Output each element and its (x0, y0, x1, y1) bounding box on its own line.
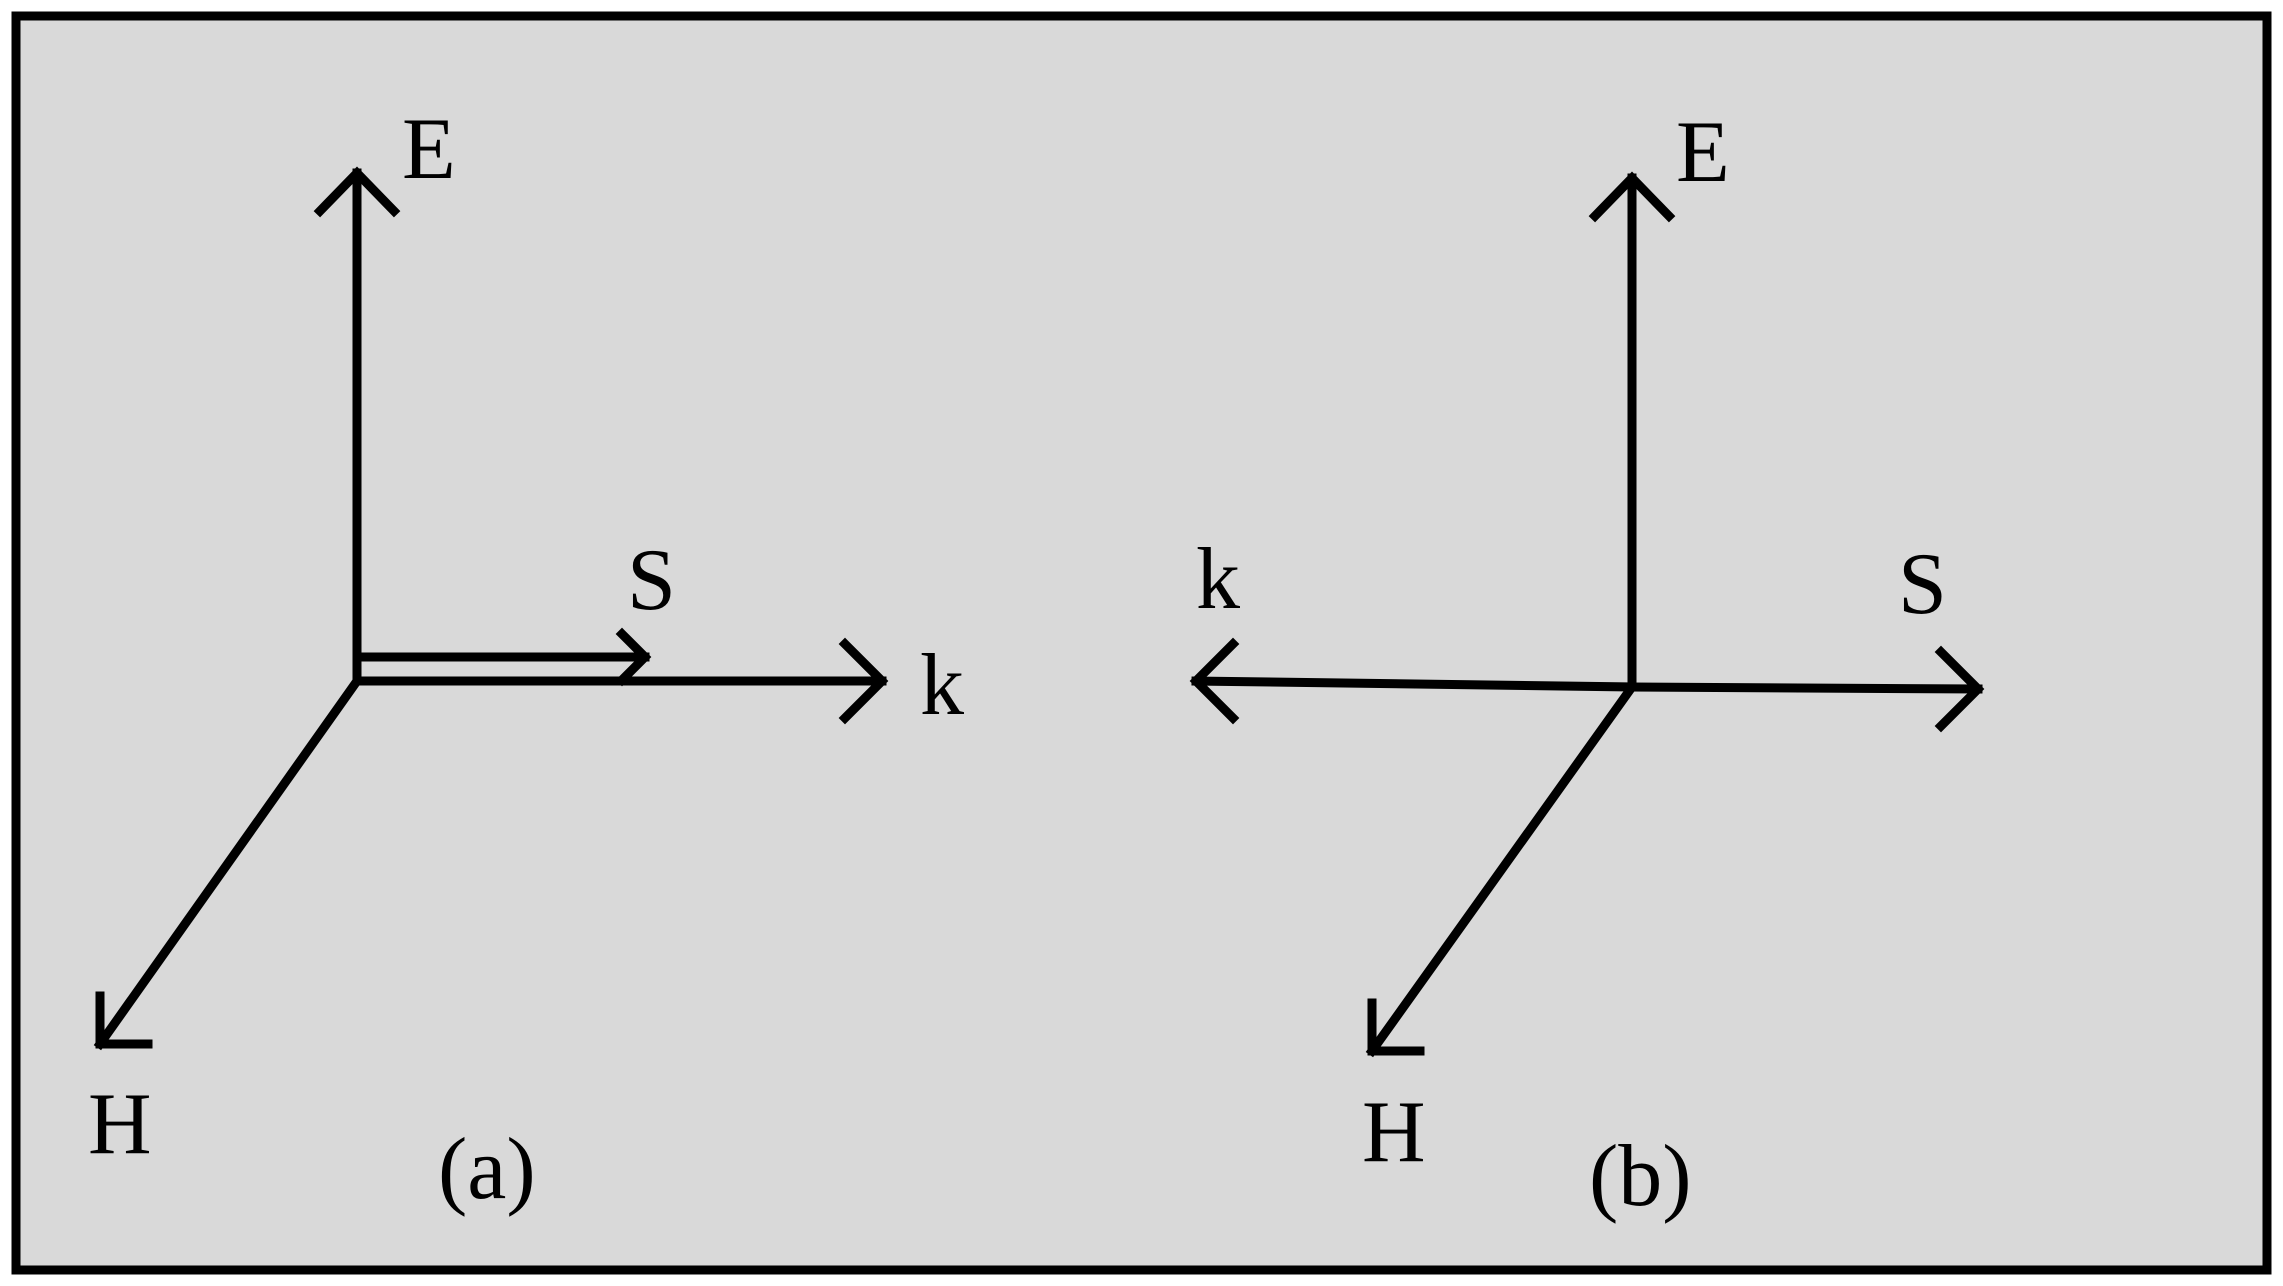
panel-b-caption: (b) (1589, 1128, 1692, 1225)
panel-b-s-arrow (1627, 645, 1985, 733)
panel-a-caption: (a) (438, 1121, 536, 1218)
panel-a-k-arrow (352, 637, 889, 725)
panel-a-label-e: E (402, 101, 456, 198)
panel-b-label-k: k (1196, 531, 1240, 628)
panel-a-s-arrow (352, 627, 652, 687)
panel-b-k-arrow (1189, 637, 1637, 725)
panel-b-h-arrow (1365, 680, 1639, 1058)
panel-b: E k S H (b) (1189, 104, 1985, 1225)
panel-a-e-arrow (313, 166, 401, 686)
panel-a: E S k H (a) (88, 101, 964, 1218)
panel-a-label-s: S (627, 532, 676, 629)
panel-b-label-s: S (1898, 536, 1947, 633)
panel-b-label-e: E (1676, 104, 1730, 201)
panel-a-label-k: k (920, 637, 964, 734)
panel-a-label-h: H (88, 1076, 152, 1173)
panel-b-e-arrow (1588, 171, 1676, 692)
panel-a-h-arrow (93, 674, 364, 1051)
diagram-frame (11, 11, 2272, 1275)
panel-b-label-h: H (1362, 1084, 1426, 1181)
